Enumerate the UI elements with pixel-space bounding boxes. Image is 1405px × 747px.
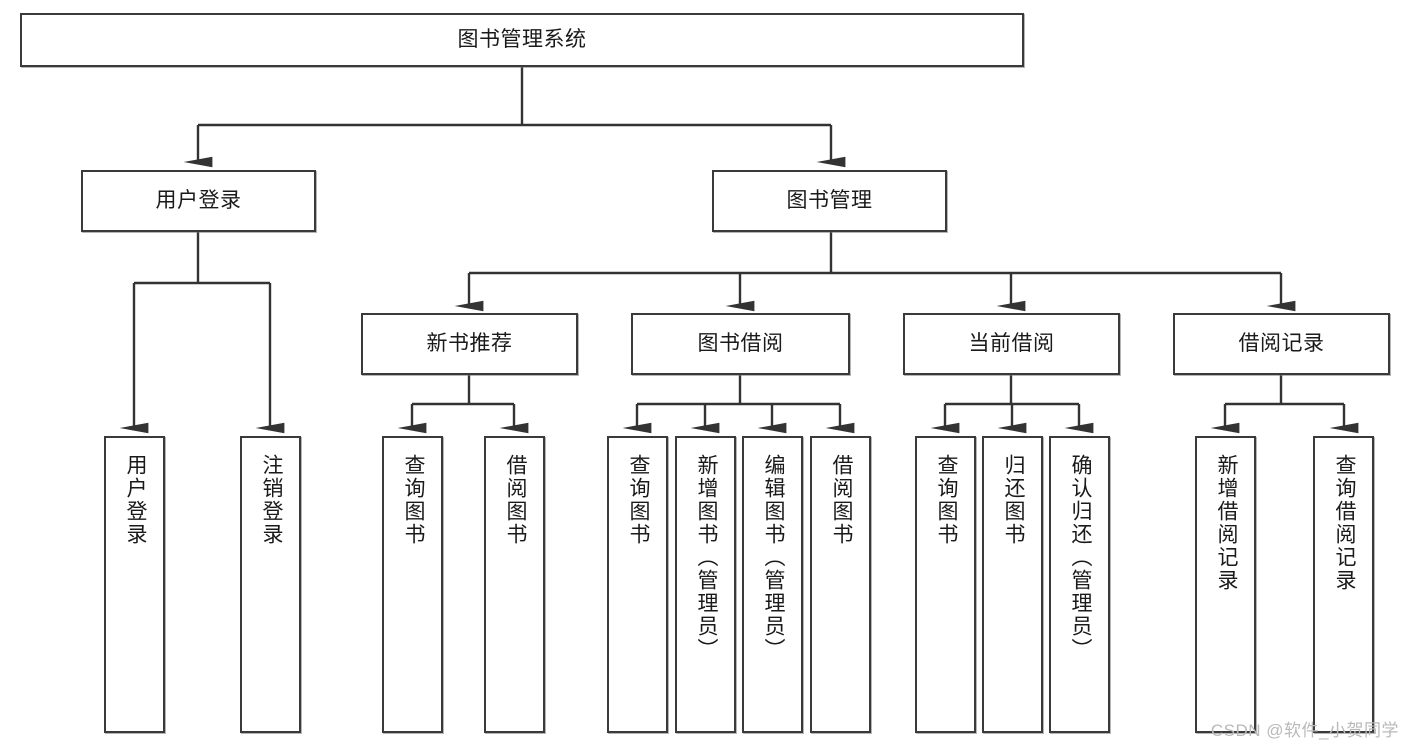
csdn-watermark: CSDN @软件_小贺同学: [1210, 721, 1399, 740]
leaf-confirm-return-label: 确认归还（管理员）: [1068, 454, 1092, 661]
leaf-logout-login-label: 注销登录: [259, 454, 283, 546]
leaf-edit-book[interactable]: 编辑图书（管理员）: [742, 436, 803, 733]
leaf-return-book-label: 归还图书: [1001, 454, 1025, 546]
leaf-confirm-return[interactable]: 确认归还（管理员）: [1049, 436, 1110, 733]
leaf-add-book[interactable]: 新增图书（管理员）: [675, 436, 736, 733]
leaf-query-borrow-record[interactable]: 查询借阅记录: [1313, 436, 1374, 733]
leaf-user-login[interactable]: 用户登录: [104, 436, 165, 733]
node-borrow-record[interactable]: 借阅记录: [1173, 313, 1390, 375]
node-new-book-recommend-label: 新书推荐: [426, 332, 513, 356]
leaf-query-book-3[interactable]: 查询图书: [915, 436, 976, 733]
node-current-borrow-label: 当前借阅: [968, 332, 1055, 356]
leaf-add-book-label: 新增图书（管理员）: [694, 454, 718, 661]
leaf-user-login-label: 用户登录: [123, 454, 147, 546]
leaf-borrow-book-1[interactable]: 借阅图书: [484, 436, 545, 733]
node-book-manage-label: 图书管理: [786, 189, 873, 213]
leaf-query-borrow-record-label: 查询借阅记录: [1332, 454, 1356, 592]
node-book-borrow[interactable]: 图书借阅: [631, 313, 850, 375]
leaf-query-book-2-label: 查询图书: [626, 454, 650, 546]
leaf-logout-login[interactable]: 注销登录: [240, 436, 301, 733]
leaf-query-book-2[interactable]: 查询图书: [607, 436, 668, 733]
node-current-borrow[interactable]: 当前借阅: [903, 313, 1120, 375]
leaf-borrow-book-2-label: 借阅图书: [829, 454, 853, 546]
leaf-add-borrow-record[interactable]: 新增借阅记录: [1195, 436, 1256, 733]
node-root-label: 图书管理系统: [457, 28, 587, 52]
node-borrow-record-label: 借阅记录: [1238, 332, 1325, 356]
node-root[interactable]: 图书管理系统: [20, 13, 1024, 67]
leaf-add-borrow-record-label: 新增借阅记录: [1214, 454, 1238, 592]
leaf-borrow-book-1-label: 借阅图书: [503, 454, 527, 546]
leaf-query-book-1-label: 查询图书: [401, 454, 425, 546]
node-book-manage[interactable]: 图书管理: [712, 170, 947, 232]
leaf-borrow-book-2[interactable]: 借阅图书: [810, 436, 871, 733]
leaf-query-book-1[interactable]: 查询图书: [382, 436, 443, 733]
node-user-login[interactable]: 用户登录: [81, 170, 316, 232]
node-book-borrow-label: 图书借阅: [697, 332, 784, 356]
node-user-login-label: 用户登录: [155, 189, 242, 213]
leaf-edit-book-label: 编辑图书（管理员）: [761, 454, 785, 661]
leaf-query-book-3-label: 查询图书: [934, 454, 958, 546]
node-new-book-recommend[interactable]: 新书推荐: [361, 313, 578, 375]
leaf-return-book[interactable]: 归还图书: [982, 436, 1043, 733]
